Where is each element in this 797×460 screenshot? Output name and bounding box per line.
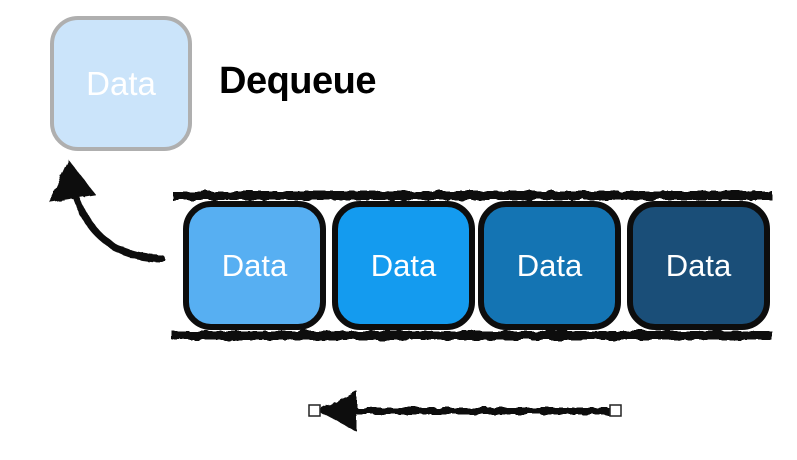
queue-bottom-rail — [172, 331, 772, 340]
dequeue-arrow-head-icon — [49, 160, 96, 203]
queue-top-rail — [172, 191, 772, 200]
page-title: Dequeue — [219, 60, 376, 102]
sketch-ink-group — [49, 160, 772, 432]
queue-item-2-label: Data — [370, 248, 437, 283]
dequeue-arrow — [72, 193, 165, 262]
dequeued-item-label: Data — [86, 65, 156, 102]
direction-arrow-end-handle[interactable] — [609, 404, 622, 417]
queue-item-4-label: Data — [665, 248, 732, 283]
dequeued-item-box: Data — [50, 16, 192, 151]
queue-item-1-label: Data — [221, 248, 288, 283]
queue-item-1: Data — [183, 201, 326, 330]
queue-item-3: Data — [478, 201, 621, 330]
queue-item-3-label: Data — [516, 248, 583, 283]
queue-item-4: Data — [627, 201, 770, 330]
direction-arrow-start-handle[interactable] — [308, 404, 321, 417]
direction-arrow-head-icon — [317, 390, 357, 432]
queue-item-2: Data — [332, 201, 475, 330]
